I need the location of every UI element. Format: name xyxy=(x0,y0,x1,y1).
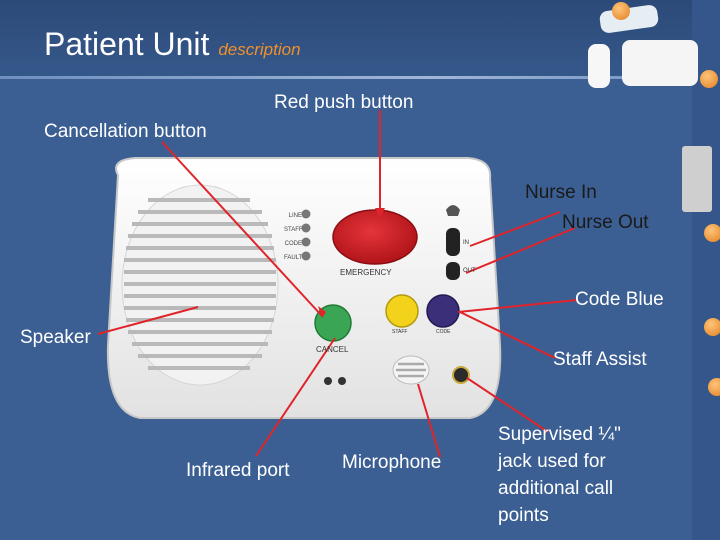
callout-infrared-port: Infrared port xyxy=(186,460,290,481)
decor-dot xyxy=(700,70,718,88)
side-strip xyxy=(692,0,720,540)
audio-jack xyxy=(452,366,470,384)
nurse-out-button xyxy=(446,262,460,280)
decor-dot xyxy=(704,224,720,242)
callout-nurse-in: Nurse In xyxy=(525,182,597,203)
infrared-port xyxy=(324,377,332,385)
emergency-label: EMERGENCY xyxy=(340,268,392,277)
code-label: CODE xyxy=(436,329,451,335)
title-underline xyxy=(0,76,720,79)
microphone-grille-icon xyxy=(392,355,430,385)
callout-red-push-button: Red push button xyxy=(274,92,414,113)
callout-pointers xyxy=(97,110,578,458)
decor-dot xyxy=(704,318,720,336)
emergency-button xyxy=(332,209,418,265)
callout-cancellation-button: Cancellation button xyxy=(44,121,207,142)
infrared-port xyxy=(338,377,346,385)
callout-microphone: Microphone xyxy=(342,452,442,473)
staff-label: STAFF xyxy=(392,329,408,335)
status-label-line: LINE xyxy=(288,213,302,219)
callout-arrowheads xyxy=(318,208,385,318)
speaker-grille-icon xyxy=(121,184,279,386)
code-button xyxy=(426,294,460,328)
status-label-fault: FAULT xyxy=(284,255,303,261)
callout-nurse-out: Nurse Out xyxy=(562,212,649,233)
product-thumbnail-pushbutton xyxy=(588,44,610,88)
product-thumbnail-unit xyxy=(622,40,698,86)
status-labels: LINE STAFF CODE FAULT xyxy=(284,209,303,265)
callout-jack: Supervised ¼" jack used for additional c… xyxy=(498,424,621,526)
callout-code-blue: Code Blue xyxy=(575,289,664,310)
title-main: Patient Unit xyxy=(44,26,210,62)
title-sub: description xyxy=(218,40,301,59)
cancel-label: CANCEL xyxy=(316,345,349,354)
nurse-cap-icon xyxy=(446,205,460,216)
status-label-staff: STAFF xyxy=(284,227,303,233)
nurse-in-button xyxy=(446,228,460,256)
product-thumbnail-console xyxy=(682,146,712,212)
nurse-out-label: OUT xyxy=(463,268,476,274)
status-leds xyxy=(301,209,311,261)
callout-staff-assist: Staff Assist xyxy=(553,349,647,370)
slide-title: Patient Unit description xyxy=(44,26,301,63)
callout-speaker: Speaker xyxy=(20,327,91,348)
nurse-in-label: IN xyxy=(463,240,469,246)
decor-dot xyxy=(708,378,720,396)
staff-button xyxy=(385,294,419,328)
status-label-code: CODE xyxy=(284,241,302,247)
decor-dot xyxy=(612,2,630,20)
